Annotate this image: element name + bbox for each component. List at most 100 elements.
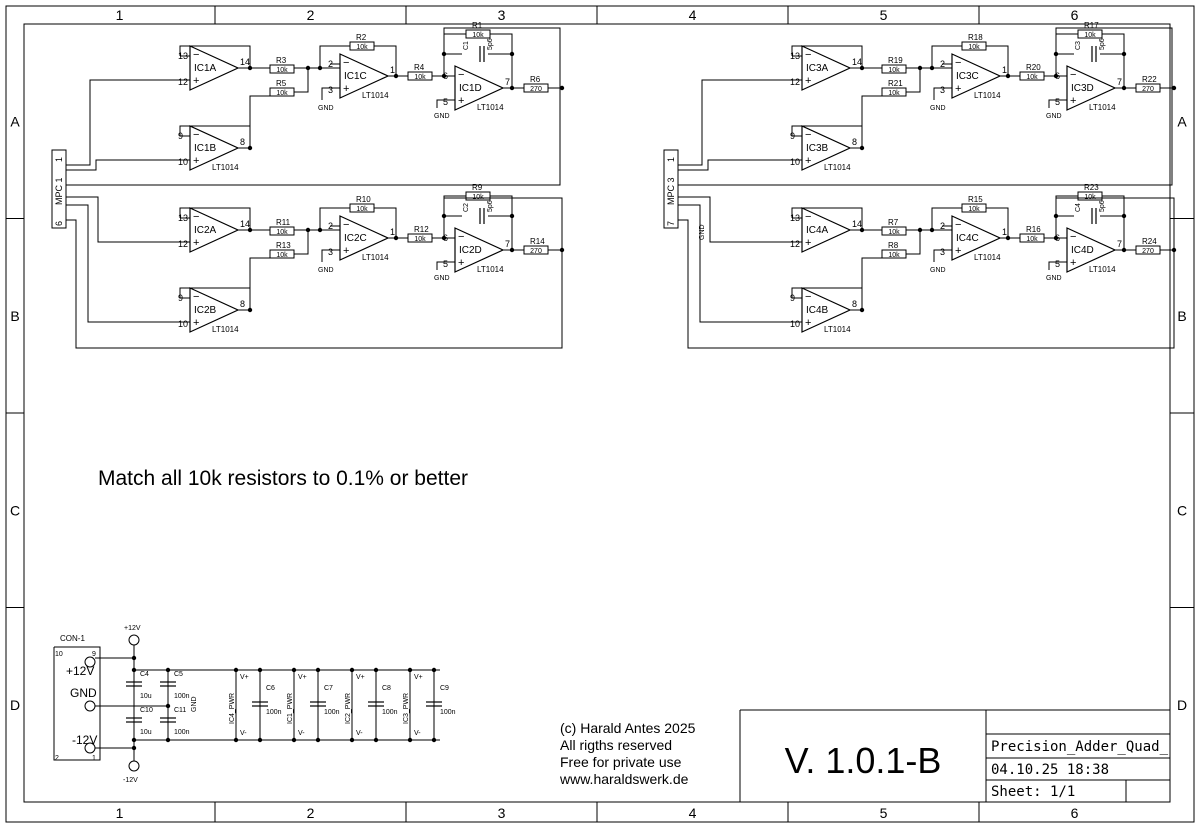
junction-dot bbox=[431, 667, 437, 673]
chip-type: LT1014 bbox=[974, 91, 1001, 100]
junction-dot bbox=[131, 667, 137, 673]
opamp-label: IC1D bbox=[459, 83, 482, 94]
power-connector-body bbox=[53, 646, 101, 761]
pin-number: 5 bbox=[1055, 97, 1060, 107]
resistor-value: 10k bbox=[276, 252, 288, 259]
chip-type: LT1014 bbox=[974, 253, 1001, 262]
junction-dot bbox=[441, 73, 447, 79]
terminal-symbol bbox=[84, 700, 96, 712]
junction-dot bbox=[373, 667, 379, 673]
junction-dot bbox=[233, 667, 239, 673]
junction-dot bbox=[131, 745, 137, 751]
mpc-connector bbox=[663, 149, 679, 229]
resistor-value: 10k bbox=[1084, 32, 1096, 39]
plus-12v-label: +12V bbox=[66, 664, 94, 678]
drawing-name: Precision_Adder_Quad_ bbox=[991, 739, 1169, 755]
resistor-value: 10k bbox=[414, 236, 426, 243]
opamp-triangle bbox=[1066, 227, 1117, 273]
opamp-triangle bbox=[454, 227, 505, 273]
chip-type: LT1014 bbox=[362, 91, 389, 100]
noninverting-sign: + bbox=[458, 257, 464, 269]
wire bbox=[294, 68, 309, 93]
opamp-label: IC2A bbox=[194, 225, 217, 236]
row-label-left: A bbox=[10, 113, 20, 129]
inverting-sign: − bbox=[193, 211, 199, 223]
pin-number: 10 bbox=[790, 157, 800, 167]
connector-pin: 1 bbox=[92, 755, 96, 762]
junction-dot bbox=[559, 85, 565, 91]
junction-dot bbox=[349, 667, 355, 673]
resistor-value: 10k bbox=[968, 206, 980, 213]
junction-dot bbox=[1053, 213, 1059, 219]
cap-value: 100n bbox=[440, 709, 456, 716]
row-label-right: D bbox=[1177, 697, 1187, 713]
wire bbox=[920, 226, 953, 231]
inverting-sign: − bbox=[193, 291, 199, 303]
column-label-bottom: 5 bbox=[880, 805, 888, 821]
inverting-sign: − bbox=[805, 211, 811, 223]
row-label-left: C bbox=[10, 502, 20, 518]
junction-dot bbox=[315, 667, 321, 673]
wire bbox=[931, 207, 962, 230]
pin-number: 3 bbox=[940, 247, 945, 257]
sheet-number: Sheet: 1/1 bbox=[991, 784, 1075, 800]
opamp-label: IC4D bbox=[1071, 245, 1094, 256]
plus-rail-symbol bbox=[128, 634, 140, 646]
resistor-value: 10k bbox=[414, 74, 426, 81]
resistor-value: 10k bbox=[888, 90, 900, 97]
inverting-sign: − bbox=[805, 49, 811, 61]
resistor-ref: R18 bbox=[968, 33, 983, 42]
chip-type: LT1014 bbox=[824, 325, 851, 334]
wire bbox=[436, 99, 445, 108]
junction-dot bbox=[165, 703, 171, 709]
junction-dot bbox=[291, 667, 297, 673]
resistor-value: 10k bbox=[472, 32, 484, 39]
connector-label: MPC 1 bbox=[54, 177, 64, 205]
inverting-sign: − bbox=[193, 49, 199, 61]
pin-number: 14 bbox=[852, 57, 862, 67]
connector-pin: 6 bbox=[54, 221, 64, 226]
pin-number: 5 bbox=[1055, 259, 1060, 269]
column-label-top: 4 bbox=[689, 7, 697, 23]
wire bbox=[861, 95, 882, 126]
junction-dot bbox=[257, 667, 263, 673]
column-label-bottom: 6 bbox=[1071, 805, 1079, 821]
modules: −+IC1A131214−+IC1B9108LT101410kR310kR5−+… bbox=[51, 21, 1177, 349]
opamp-label: IC2C bbox=[344, 233, 367, 244]
inverting-sign: − bbox=[805, 129, 811, 141]
opamp-label: IC3A bbox=[806, 63, 829, 74]
junction-dot bbox=[1053, 51, 1059, 57]
resistor-value: 10k bbox=[276, 67, 288, 74]
inverting-sign: − bbox=[955, 219, 961, 231]
junction-dot bbox=[509, 51, 515, 57]
junction-dot bbox=[1053, 235, 1059, 241]
resistor-value: 10k bbox=[968, 44, 980, 51]
noninverting-sign: + bbox=[458, 95, 464, 107]
cap-value: 5p6 bbox=[487, 38, 494, 50]
power-connector-ref: CON-1 bbox=[60, 634, 85, 643]
version-label: V. 1.0.1-B bbox=[785, 740, 942, 781]
junction-dot bbox=[1053, 73, 1059, 79]
opamp-triangle bbox=[189, 45, 240, 91]
copyright-block: (c) Harald Antes 2025 All rigths reserve… bbox=[559, 720, 696, 787]
wire bbox=[66, 204, 180, 323]
junction-dot bbox=[165, 667, 171, 673]
wire bbox=[678, 27, 1173, 186]
license-line: Free for private use bbox=[560, 754, 682, 770]
resistor-value: 10k bbox=[356, 206, 368, 213]
opamp-symbol: −+IC2D657LT1014 bbox=[443, 227, 510, 274]
